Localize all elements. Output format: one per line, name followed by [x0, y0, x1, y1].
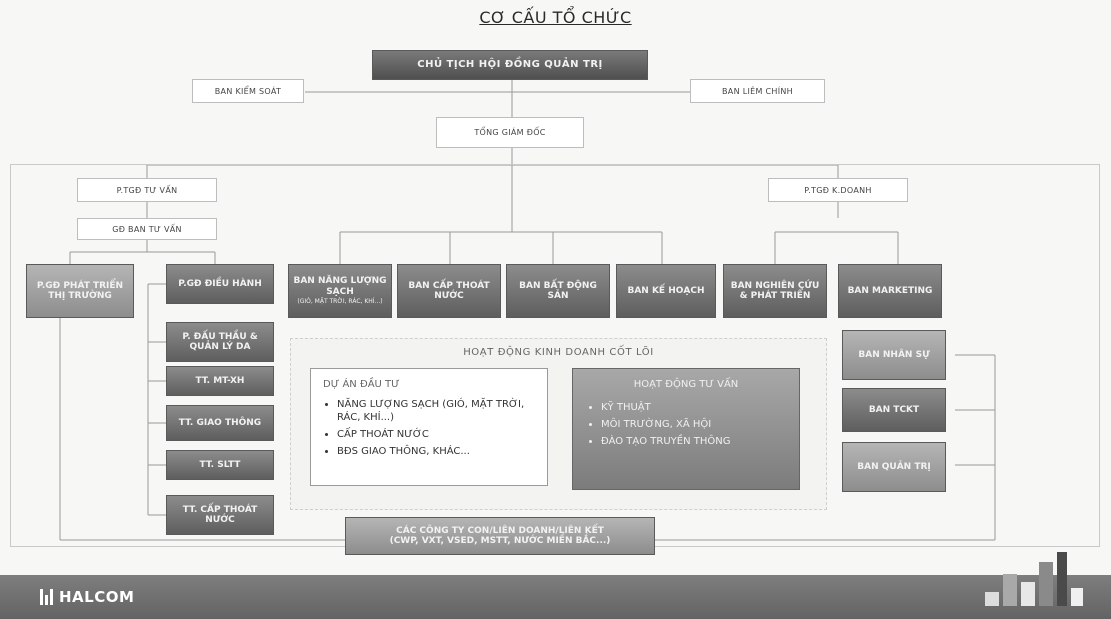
dept-water-supply: BAN CẤP THOÁT NƯỚC	[397, 264, 501, 318]
supervisory-box: BAN KIỂM SOÁT	[192, 79, 304, 103]
consulting-unit-water: TT. CẤP THOÁT NƯỚC	[166, 495, 274, 535]
halcom-logo: HALCOM	[40, 588, 134, 606]
investment-item: CẤP THOÁT NƯỚC	[337, 428, 535, 441]
finance-box: BAN LIÊM CHÍNH	[690, 79, 825, 103]
subsidiaries-box: CÁC CÔNG TY CON/LIÊN DOANH/LIÊN KẾT (CWP…	[345, 517, 655, 555]
consulting-unit-sltt: TT. SLTT	[166, 450, 274, 480]
executive-deputy-box: P.GĐ ĐIỀU HÀNH	[166, 264, 274, 304]
consulting-director-box: GĐ BAN TƯ VẤN	[77, 218, 217, 240]
consulting-unit-transport: TT. GIAO THÔNG	[166, 405, 274, 441]
chairman-box: CHỦ TỊCH HỘI ĐỒNG QUẢN TRỊ	[372, 50, 648, 80]
dept-clean-energy-label: BAN NĂNG LƯỢNG SẠCH	[293, 276, 387, 297]
dept-clean-energy-sub: (GIÓ, MẶT TRỜI, RÁC, KHÍ...)	[297, 297, 383, 305]
support-finance: BAN TCKT	[842, 388, 946, 432]
halcom-brand-text: HALCOM	[59, 588, 135, 606]
halcom-logo-icon	[40, 589, 53, 605]
consulting-activity-item: KỸ THUẬT	[601, 402, 785, 413]
consulting-activities-panel: HOẠT ĐỘNG TƯ VẤN KỸ THUẬT MÔI TRƯỜNG, XÃ…	[572, 368, 800, 490]
investment-heading: DỰ ÁN ĐẦU TƯ	[323, 379, 400, 390]
dept-real-estate: BAN BẤT ĐỘNG SẢN	[506, 264, 610, 318]
investment-item: BĐS GIAO THÔNG, KHÁC...	[337, 445, 535, 458]
subsidiaries-line-2: (CWP, VXT, VSED, MSTT, NƯỚC MIỀN BẮC...)	[389, 536, 611, 546]
support-admin: BAN QUẢN TRỊ	[842, 442, 946, 492]
consulting-unit-environment: TT. MT-XH	[166, 366, 274, 396]
dept-clean-energy: BAN NĂNG LƯỢNG SẠCH (GIÓ, MẶT TRỜI, RÁC,…	[288, 264, 392, 318]
dept-research: BAN NGHIÊN CỨU & PHÁT TRIỂN	[723, 264, 827, 318]
investment-list: NĂNG LƯỢNG SẠCH (GIÓ, MẶT TRỜI, RÁC, KHÍ…	[323, 398, 535, 458]
consulting-unit-bidding: P. ĐẤU THẦU & QUẢN LÝ DA	[166, 322, 274, 362]
deputy-business-box: P.TGĐ K.DOANH	[768, 178, 908, 202]
support-hr: BAN NHÂN SỰ	[842, 330, 946, 380]
consulting-activity-item: MÔI TRƯỜNG, XÃ HỘI	[601, 419, 785, 430]
market-development-box: P.GĐ PHÁT TRIỂN THỊ TRƯỜNG	[26, 264, 134, 318]
investment-item: NĂNG LƯỢNG SẠCH (GIÓ, MẶT TRỜI, RÁC, KHÍ…	[337, 398, 535, 424]
ceo-box: TỔNG GIÁM ĐỐC	[436, 117, 584, 148]
consulting-activities-heading: HOẠT ĐỘNG TƯ VẤN	[633, 379, 739, 390]
page-title: CƠ CẤU TỔ CHỨC	[479, 8, 632, 27]
dept-planning: BAN KẾ HOẠCH	[616, 264, 716, 318]
consulting-activities-list: KỸ THUẬT MÔI TRƯỜNG, XÃ HỘI ĐÀO TẠO TRUY…	[587, 402, 785, 447]
footer-decoration	[985, 552, 1085, 619]
dept-marketing: BAN MARKETING	[838, 264, 942, 318]
investment-panel: DỰ ÁN ĐẦU TƯ NĂNG LƯỢNG SẠCH (GIÓ, MẶT T…	[310, 368, 548, 486]
core-business-title: HOẠT ĐỘNG KINH DOANH CỐT LÕI	[463, 347, 654, 358]
subsidiaries-line-1: CÁC CÔNG TY CON/LIÊN DOANH/LIÊN KẾT	[396, 525, 604, 536]
consulting-activity-item: ĐÀO TẠO TRUYỀN THÔNG	[601, 436, 785, 447]
deputy-consulting-box: P.TGĐ TƯ VẤN	[77, 178, 217, 202]
footer-bar	[0, 575, 1111, 619]
